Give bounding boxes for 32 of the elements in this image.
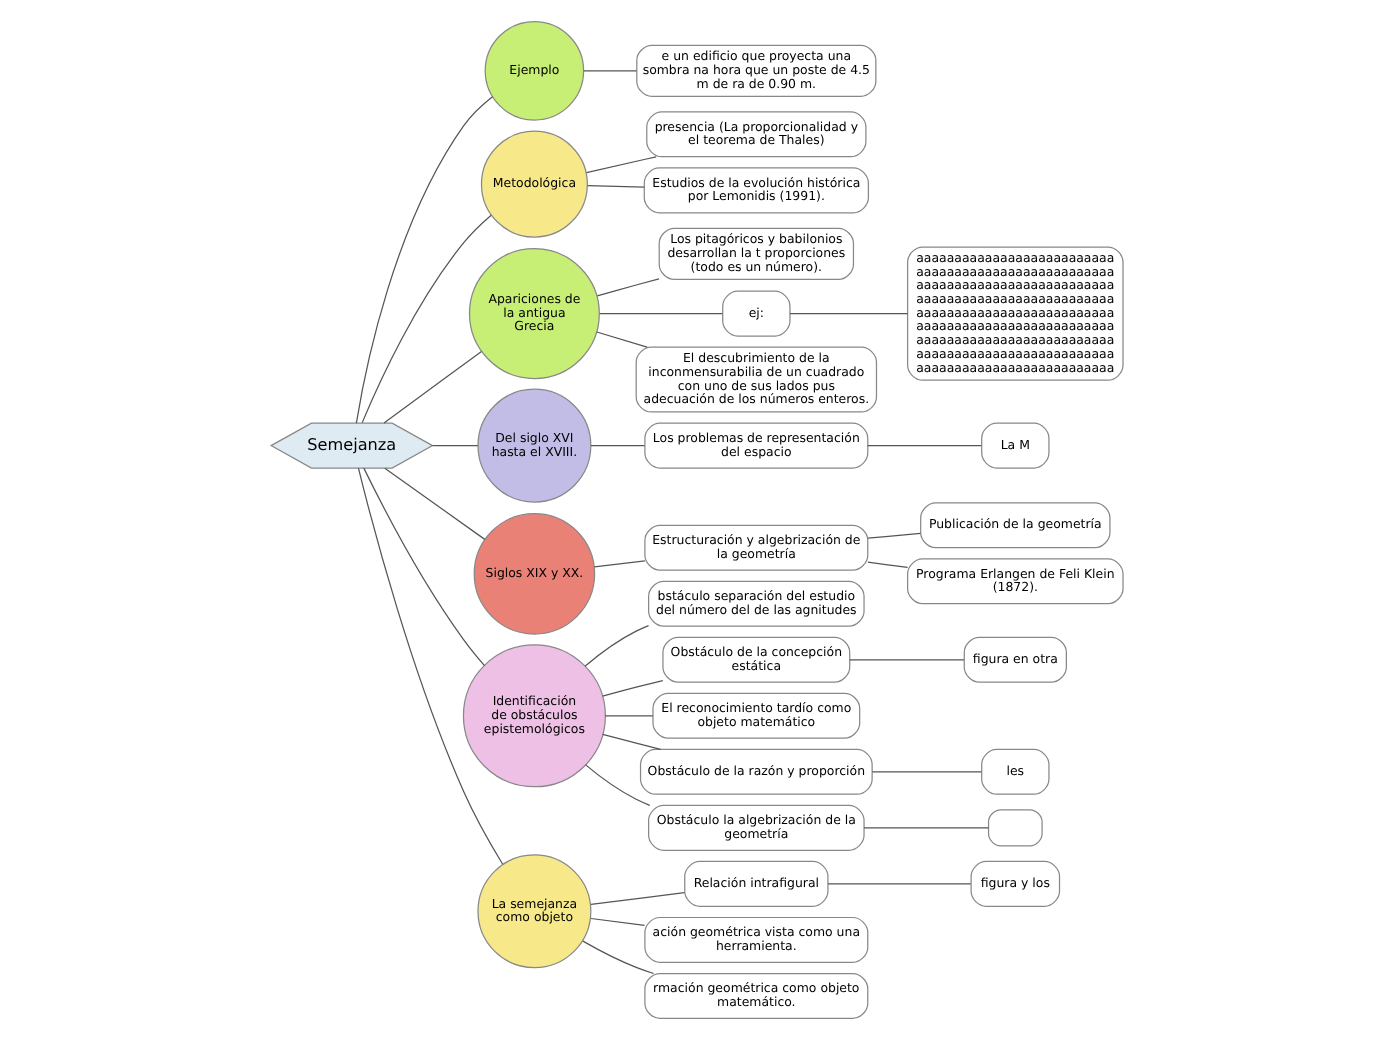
connector [355,96,494,424]
connector [593,560,646,568]
connector [585,156,657,174]
connector [867,444,982,447]
connector [585,764,651,806]
connector [357,467,504,865]
connector [827,883,972,885]
connector [849,659,965,661]
connector [587,184,645,188]
connector [582,940,655,975]
node-box [987,809,1043,847]
connector [596,331,648,348]
connector [867,532,922,539]
connector [590,892,685,905]
connector [590,444,646,447]
connector [867,561,909,568]
connector [590,917,646,927]
connector [383,350,483,424]
connector [604,715,654,717]
connector [596,278,660,297]
connector [599,313,724,315]
connector [602,733,662,750]
connector [363,467,486,667]
connector [789,313,909,315]
connector [584,624,650,667]
connector [863,827,990,829]
connector [361,214,492,424]
connector [384,467,486,540]
connector [431,444,479,447]
connector [583,70,638,72]
connector [601,679,664,697]
connector [871,771,982,773]
